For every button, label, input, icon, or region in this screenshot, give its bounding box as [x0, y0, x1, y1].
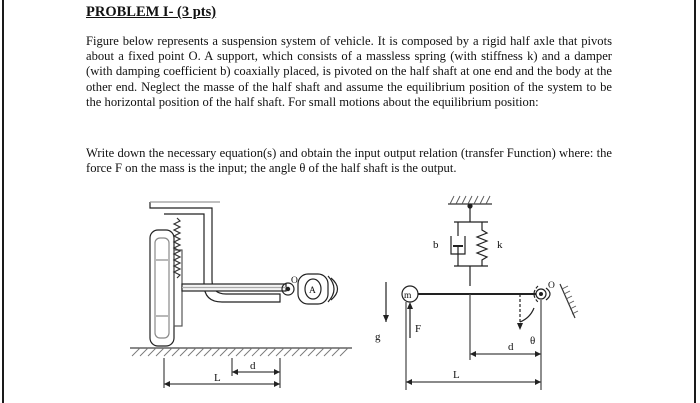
suspension-figure: O A d L: [130, 195, 579, 390]
problem-title: PROBLEM I- (3 pts): [86, 4, 217, 20]
left-dim-d-label: d: [250, 360, 256, 372]
left-pivot-label: O: [291, 276, 298, 286]
theta-label: θ: [530, 335, 535, 347]
problem-description: Figure below represents a suspension sys…: [86, 34, 612, 109]
axle-box-label: A: [309, 286, 316, 296]
spring-k-label: k: [497, 239, 503, 251]
page-left-border: [2, 0, 4, 403]
tire-outline: [149, 229, 175, 347]
mass-m-label: m: [404, 291, 412, 301]
damper-b-label: b: [433, 239, 439, 251]
right-spring: [475, 222, 489, 266]
right-pivot-O-label: O: [548, 281, 555, 291]
problem-task: Write down the necessary equation(s) and…: [86, 146, 612, 176]
left-spring: [172, 217, 182, 279]
page-right-border: [694, 0, 696, 403]
gravity-g-label: g: [375, 331, 381, 343]
model-schematic: [383, 195, 579, 390]
right-dim-L-label: L: [453, 369, 460, 381]
right-dim-d-label: d: [508, 341, 514, 353]
vehicle-schematic: [130, 201, 352, 388]
force-F-label: F: [415, 323, 421, 335]
left-dim-L-label: L: [214, 372, 221, 384]
